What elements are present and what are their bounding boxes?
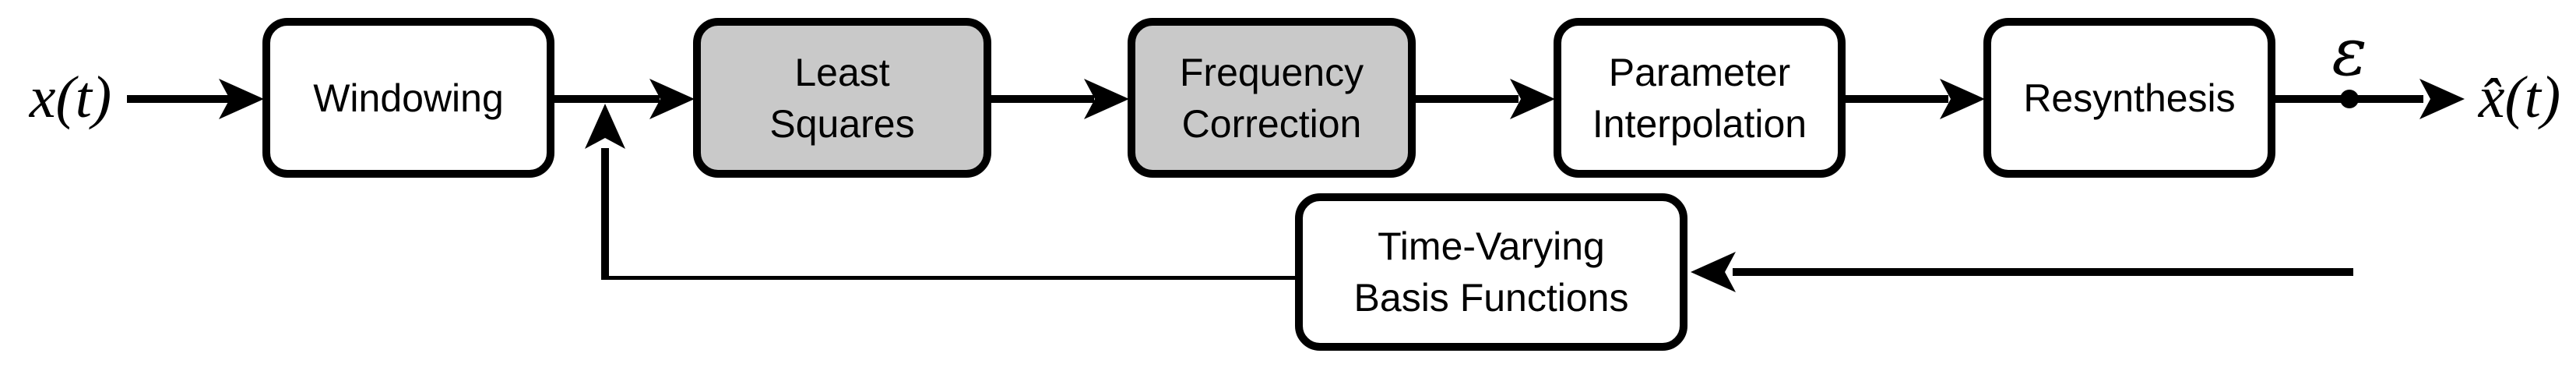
node-basis-functions-label: Time-Varying Basis Functions <box>1353 224 1629 320</box>
least-squares-to-frequency-line <box>991 95 1094 103</box>
node-parameter-interpolation-label: Parameter Interpolation <box>1592 50 1807 146</box>
frequency-to-parameter-arrowhead-icon <box>1510 79 1555 119</box>
input-arrowhead-icon <box>219 79 264 119</box>
feedback-arrowhead-into-basis-icon <box>1691 252 1736 292</box>
parameter-to-resynthesis-line <box>1846 95 1948 103</box>
windowing-to-least-squares-arrowhead-icon <box>649 79 695 119</box>
error-signal-label: ε <box>2331 14 2367 90</box>
input-signal-label: x(t) <box>29 65 112 130</box>
node-windowing-label: Windowing <box>313 76 504 120</box>
node-frequency-correction: Frequency Correction <box>1128 18 1416 178</box>
windowing-to-least-squares-line <box>554 95 660 103</box>
node-resynthesis: Resynthesis <box>1983 18 2275 178</box>
node-parameter-interpolation: Parameter Interpolation <box>1554 18 1846 178</box>
node-resynthesis-label: Resynthesis <box>2023 76 2236 120</box>
output-arrowhead-icon <box>2419 79 2465 119</box>
node-windowing: Windowing <box>262 18 554 178</box>
node-least-squares-label: Least Squares <box>769 50 915 146</box>
node-frequency-correction-label: Frequency Correction <box>1179 50 1364 146</box>
feedback-arrowhead-up-icon <box>585 104 625 149</box>
input-arrow-line <box>127 95 232 103</box>
parameter-to-resynthesis-arrowhead-icon <box>1940 79 1985 119</box>
node-least-squares: Least Squares <box>693 18 991 178</box>
frequency-to-parameter-line <box>1416 95 1519 103</box>
least-squares-to-frequency-arrowhead-icon <box>1084 79 1129 119</box>
node-basis-functions: Time-Varying Basis Functions <box>1295 193 1687 351</box>
output-signal-label: x̂(t) <box>2478 65 2561 130</box>
